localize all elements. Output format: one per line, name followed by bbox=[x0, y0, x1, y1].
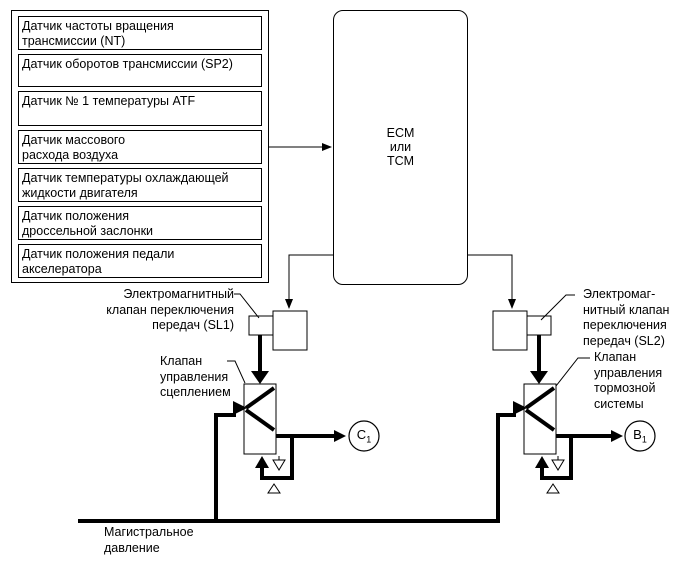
left-drain-lower bbox=[267, 483, 281, 494]
line-pressure-label: Магистральное давление bbox=[104, 525, 194, 555]
sl2-leader bbox=[540, 294, 575, 321]
ecm-to-sl1-arrow bbox=[285, 254, 333, 309]
solenoid-sl2 bbox=[492, 310, 552, 351]
sensor-throttle-position: Датчик положения дроссельной заслонки bbox=[18, 206, 262, 240]
sensor-nt: Датчик частоты вращения трансмиссии (NT) bbox=[18, 16, 262, 50]
sl2-label: Электромаг- нитный клапан переключения п… bbox=[583, 287, 670, 348]
left-drain-upper bbox=[272, 459, 286, 471]
solenoid-sl1 bbox=[248, 310, 308, 351]
output-b1-circle bbox=[624, 420, 656, 452]
sl1-leader bbox=[234, 293, 260, 319]
brake-valve-label: Клапан управления тормозной системы bbox=[594, 350, 663, 411]
line-pressure-right bbox=[216, 413, 516, 523]
output-b1-label: B1 bbox=[633, 427, 647, 445]
ecm-tcm-label: ECM или TCM bbox=[386, 126, 415, 168]
sl1-label: Электромагнитный клапан переключения пер… bbox=[106, 287, 234, 332]
sensor-mass-airflow: Датчик массового расхода воздуха bbox=[18, 130, 262, 164]
valve-right-leader bbox=[555, 357, 590, 387]
left-feedback-line bbox=[260, 434, 294, 480]
sensor-sp2: Датчик оборотов трансмиссии (SP2) bbox=[18, 54, 262, 87]
ecm-tcm-box: ECM или TCM bbox=[333, 10, 468, 285]
right-drain-lower bbox=[546, 483, 560, 494]
sensor-atf-temp: Датчик № 1 температуры ATF bbox=[18, 91, 262, 126]
output-c1-circle bbox=[348, 420, 380, 452]
line-pressure-left bbox=[78, 413, 236, 523]
brake-control-valve bbox=[513, 383, 557, 455]
right-drain-upper bbox=[551, 459, 565, 471]
right-feedback-line bbox=[540, 434, 573, 480]
valve-left-leader bbox=[227, 360, 246, 384]
ecm-to-sl2-arrow bbox=[468, 254, 516, 309]
sl1-pilot-arrowhead bbox=[251, 371, 269, 384]
clutch-valve-label: Клапан управления сцеплением bbox=[160, 354, 231, 399]
sensor-panel: Датчик частоты вращения трансмиссии (NT)… bbox=[11, 10, 269, 283]
output-c1-label: C1 bbox=[356, 427, 372, 445]
sensor-accelerator-pedal: Датчик положения педали акселератора bbox=[18, 244, 262, 278]
clutch-control-valve bbox=[233, 383, 277, 455]
sensor-coolant-temp: Датчик температуры охлаждающей жидкости … bbox=[18, 168, 262, 202]
